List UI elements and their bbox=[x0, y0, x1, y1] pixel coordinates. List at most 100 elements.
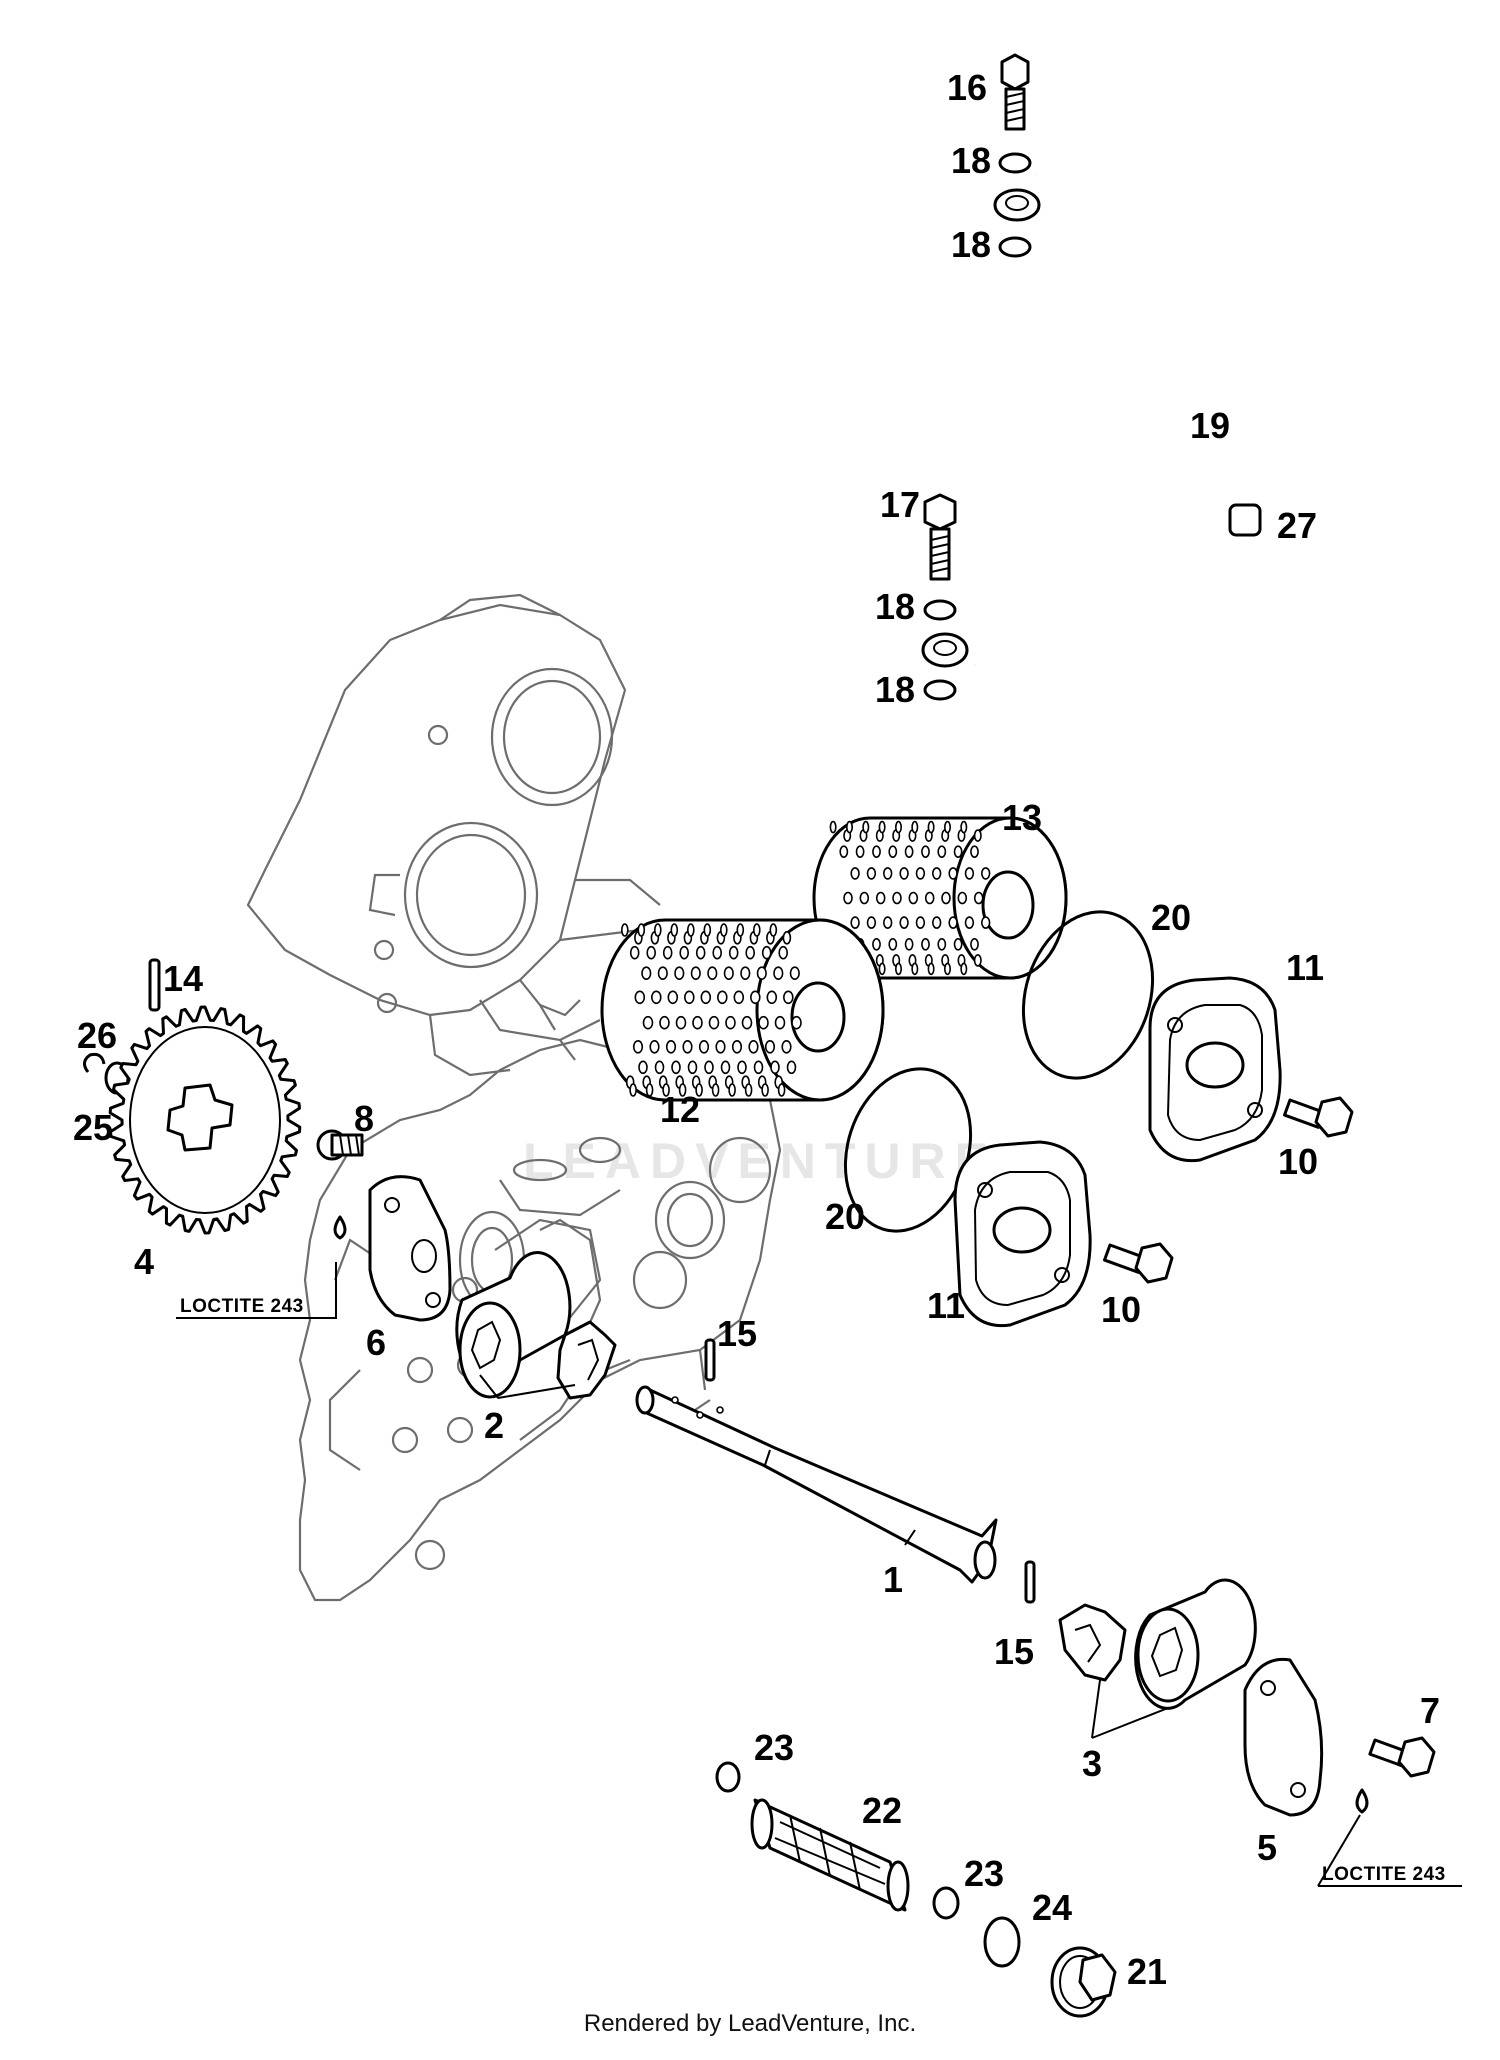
callout-18c: 18 bbox=[875, 586, 915, 627]
filter-perforation bbox=[678, 1083, 687, 1097]
pump-cover-plate-lower bbox=[1243, 1657, 1324, 1817]
oil-pipe bbox=[973, 156, 1262, 746]
o-ring bbox=[932, 1886, 960, 1920]
callout-6: 6 bbox=[366, 1322, 386, 1363]
filter-perforation bbox=[781, 1040, 792, 1054]
callout-17: 17 bbox=[880, 484, 920, 525]
filter-perforation bbox=[878, 820, 886, 834]
threadlocker-drop bbox=[333, 1215, 347, 1240]
loctite-note-left: LOCTITE 243 bbox=[180, 1296, 304, 1317]
callout-1: 1 bbox=[883, 1559, 903, 1600]
callout-14: 14 bbox=[163, 958, 203, 999]
filter-perforation bbox=[915, 916, 926, 929]
filter-perforation bbox=[882, 916, 893, 929]
callouts: 1 2 3 4 5 6 7 8 10 10 11 11 12 13 14 15 … bbox=[73, 67, 1440, 1992]
filter-perforation bbox=[641, 966, 652, 981]
filter-perforation bbox=[850, 916, 860, 929]
filter-cover-upper bbox=[1148, 976, 1282, 1163]
filter-perforation bbox=[773, 966, 784, 981]
cover-bolt bbox=[1103, 1242, 1174, 1284]
filter-perforation bbox=[980, 916, 991, 929]
filter-perforation bbox=[899, 867, 909, 880]
footer-credit: Rendered by LeadVenture, Inc. bbox=[583, 2010, 917, 2037]
filter-perforation bbox=[725, 1015, 736, 1030]
pin bbox=[1024, 1560, 1036, 1604]
filter-perforation bbox=[931, 916, 942, 929]
filter-perforation bbox=[973, 954, 982, 967]
filter-perforation bbox=[964, 867, 975, 880]
filter-perforation bbox=[911, 820, 919, 834]
filter-perforation bbox=[692, 1015, 703, 1030]
filter-perforation bbox=[733, 990, 745, 1005]
filter-perforation bbox=[719, 923, 728, 937]
filter-perforation bbox=[878, 962, 886, 976]
pump-rotor-inner bbox=[556, 1320, 617, 1400]
filter-perforation bbox=[866, 916, 877, 929]
filter-perforation bbox=[855, 845, 865, 859]
oil-screen bbox=[750, 1798, 910, 1912]
filter-perforation bbox=[674, 966, 685, 981]
callout-23a: 23 bbox=[754, 1727, 794, 1768]
o-ring bbox=[715, 1761, 741, 1793]
filter-perforation bbox=[662, 945, 673, 960]
callout-4: 4 bbox=[134, 1241, 154, 1282]
filter-perforation bbox=[761, 945, 772, 960]
filter-perforation bbox=[712, 945, 723, 960]
filter-perforation bbox=[921, 937, 930, 951]
filter-perforation bbox=[980, 867, 991, 880]
filter-perforation bbox=[915, 867, 926, 880]
callout-11b: 11 bbox=[927, 1285, 965, 1326]
oil-filter-lower bbox=[600, 918, 885, 1102]
filter-perforation bbox=[888, 845, 898, 859]
callout-27: 27 bbox=[1277, 505, 1317, 546]
callout-15a: 15 bbox=[717, 1313, 757, 1354]
filter-perforation bbox=[657, 966, 668, 981]
filter-perforation bbox=[970, 845, 979, 859]
filter-perforation bbox=[741, 1015, 753, 1030]
filter-perforation bbox=[924, 891, 935, 905]
filter-perforation bbox=[875, 891, 886, 905]
banjo-bolt-lower bbox=[923, 493, 957, 581]
filter-perforation bbox=[764, 1040, 776, 1054]
filter-perforation bbox=[670, 923, 679, 937]
filter-perforation bbox=[777, 1083, 786, 1097]
filter-perforation bbox=[679, 945, 690, 960]
sealing-washer bbox=[923, 599, 957, 621]
filter-perforation bbox=[665, 1040, 677, 1054]
filter-perforation bbox=[695, 945, 706, 960]
callout-12: 12 bbox=[660, 1089, 700, 1130]
filter-perforation bbox=[632, 1040, 644, 1054]
pump-shaft bbox=[635, 1385, 998, 1584]
filter-perforation bbox=[970, 937, 979, 951]
callout-11a: 11 bbox=[1286, 947, 1324, 988]
filter-perforation bbox=[888, 937, 898, 951]
filter-perforation bbox=[843, 891, 853, 905]
filter-perforation bbox=[948, 867, 958, 880]
callout-20b: 20 bbox=[825, 1196, 865, 1237]
callout-5: 5 bbox=[1257, 1827, 1277, 1868]
filter-perforation bbox=[686, 923, 695, 937]
filter-perforation bbox=[736, 923, 745, 937]
filter-perforation bbox=[756, 966, 767, 981]
filter-perforation bbox=[700, 990, 712, 1005]
filter-perforation bbox=[758, 1015, 769, 1030]
filter-perforation bbox=[723, 966, 734, 981]
filter-perforation bbox=[973, 829, 982, 842]
filter-perforation bbox=[646, 945, 657, 960]
leader-lines bbox=[176, 1262, 1462, 1887]
callout-19: 19 bbox=[1190, 405, 1230, 446]
filter-perforation bbox=[752, 923, 761, 937]
circlip bbox=[83, 1052, 106, 1073]
filter-perforation bbox=[845, 820, 853, 834]
filter-perforation bbox=[748, 1040, 759, 1054]
filter-perforation bbox=[908, 891, 919, 905]
callout-20a: 20 bbox=[1151, 897, 1191, 938]
filter-perforation bbox=[728, 1083, 736, 1097]
filter-perforation bbox=[960, 820, 968, 834]
banjo-fitting-lower bbox=[921, 632, 969, 668]
filter-perforation bbox=[629, 1083, 637, 1097]
filter-perforation bbox=[927, 962, 935, 976]
callout-21: 21 bbox=[1127, 1951, 1167, 1992]
filter-perforation bbox=[859, 891, 870, 905]
filter-perforation bbox=[728, 945, 739, 960]
